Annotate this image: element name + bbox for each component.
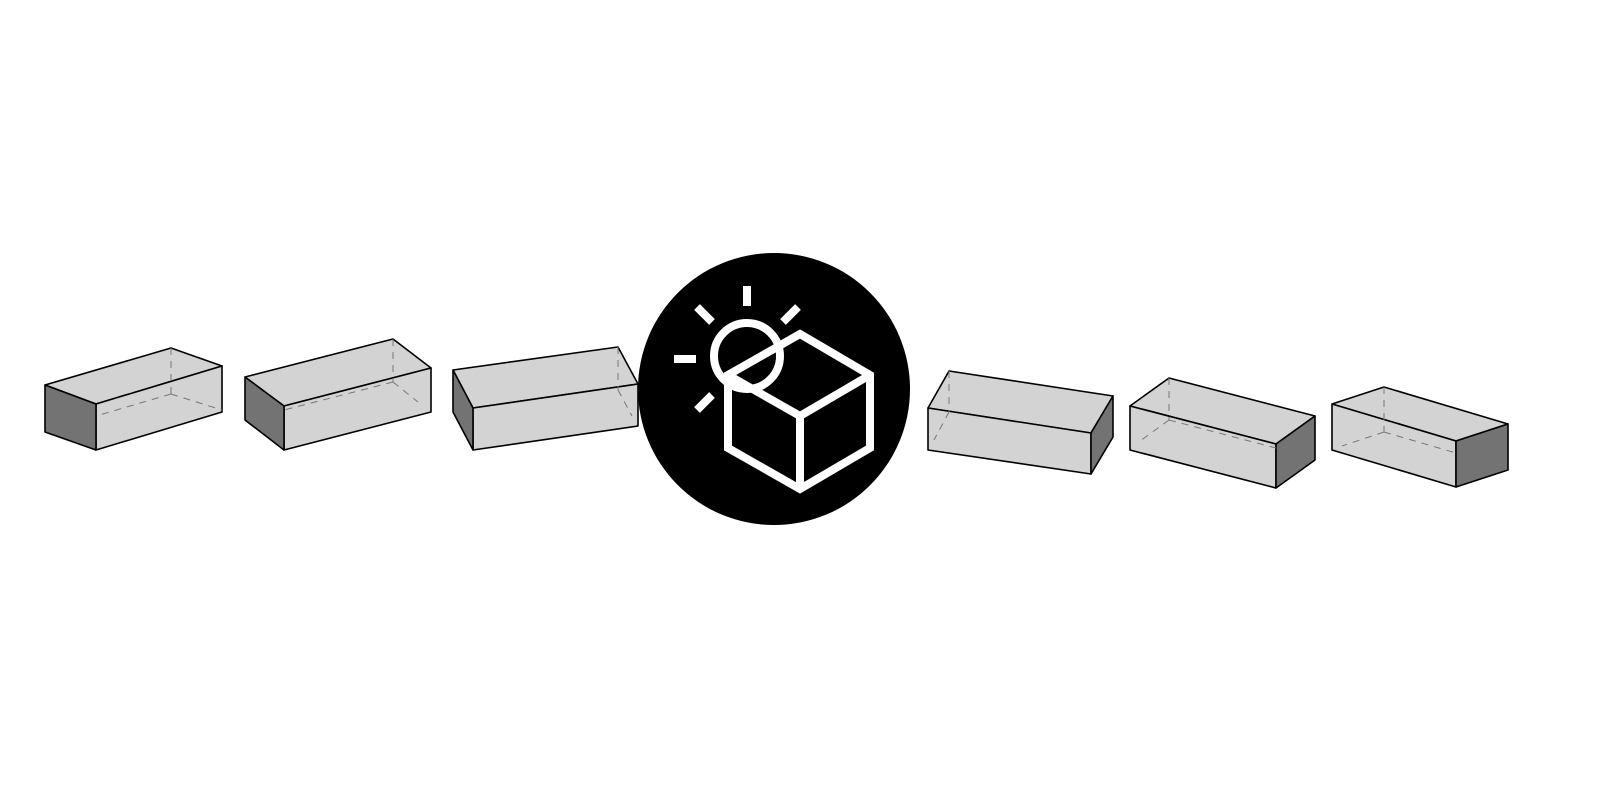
box-4 — [927, 370, 1114, 475]
box-end-face — [244, 376, 285, 451]
box-hidden-edges — [1139, 378, 1277, 449]
box-end-face — [1090, 395, 1114, 475]
box-end-face — [1455, 423, 1509, 488]
box-5 — [1129, 377, 1316, 489]
box-6 — [1331, 386, 1509, 488]
box-hidden-edges — [617, 347, 633, 417]
box-end-face — [44, 384, 97, 451]
cube-with-sun-icon — [638, 253, 910, 525]
box-hidden-edges — [95, 348, 223, 417]
box-2 — [244, 338, 432, 451]
box-3 — [452, 346, 639, 451]
box-1 — [44, 347, 223, 451]
box-end-face — [1275, 415, 1316, 489]
box-hidden-edges — [933, 371, 950, 441]
box-hidden-edges — [283, 339, 419, 411]
box-end-face — [452, 369, 474, 451]
cube-icon — [724, 329, 874, 494]
